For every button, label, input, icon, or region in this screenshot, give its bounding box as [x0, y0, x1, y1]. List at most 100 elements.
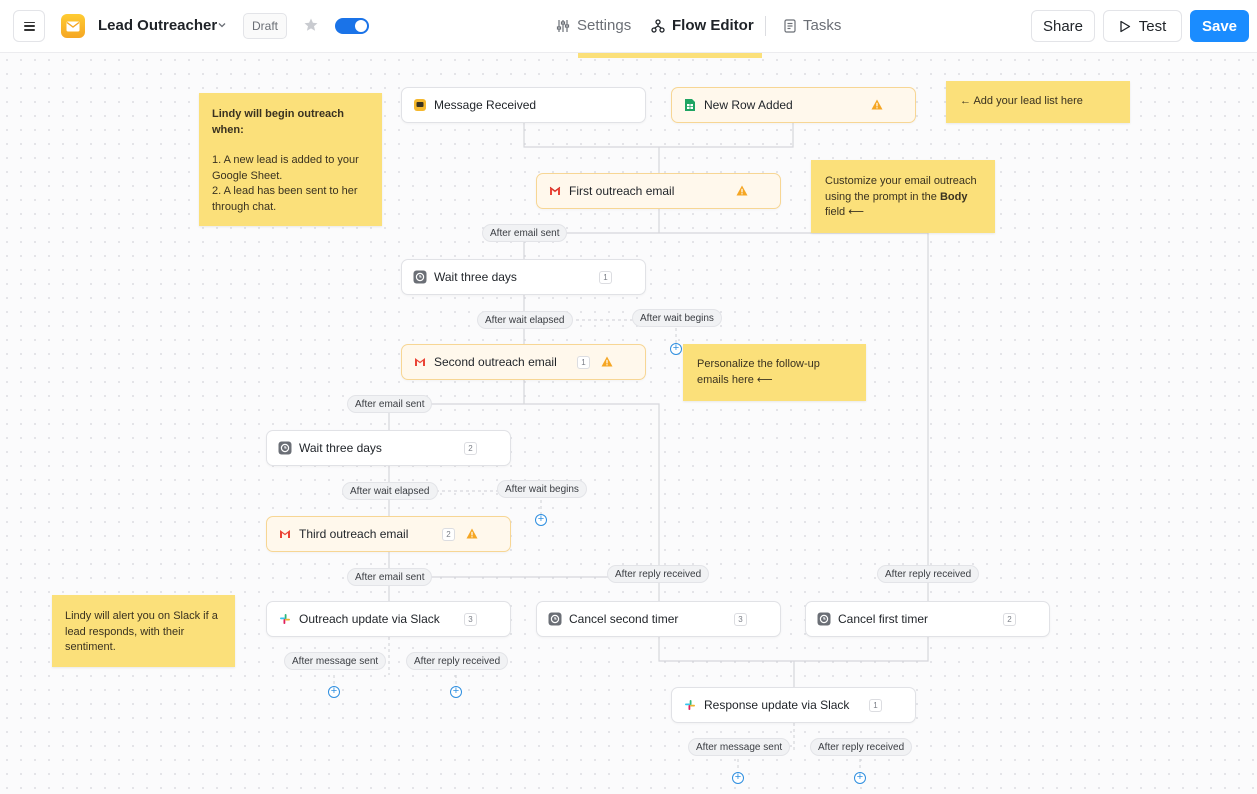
note-item: 2. A lead has been sent to her through c…	[212, 185, 358, 213]
top-bar: Lead Outreacher Draft Settings Flow Edit…	[0, 0, 1257, 53]
note-personalize[interactable]: Personalize the follow-up emails here ⟵	[683, 344, 866, 401]
edge-label-after-email-sent[interactable]: After email sent	[347, 568, 433, 586]
gmail-icon	[413, 355, 427, 369]
node-wait-three-days-2[interactable]: Wait three days 2	[266, 430, 511, 466]
trigger-message-received[interactable]: Message Received	[401, 87, 646, 123]
node-label: Message Received	[434, 98, 537, 112]
edge-label-after-wait-begins[interactable]: After wait begins	[497, 480, 587, 498]
node-wait-three-days-1[interactable]: Wait three days 1	[401, 259, 646, 295]
star-icon[interactable]	[303, 17, 319, 33]
edge-label-after-email-sent[interactable]: After email sent	[347, 395, 433, 413]
warning-icon	[466, 528, 478, 539]
edge-label-after-wait-elapsed[interactable]: After wait elapsed	[477, 311, 573, 329]
share-button[interactable]: Share	[1031, 10, 1095, 42]
note-heading: Lindy will begin outreach when:	[212, 108, 345, 136]
node-count-badge: 1	[599, 271, 612, 284]
note-bold-text: Body	[939, 190, 968, 203]
node-response-update-slack[interactable]: Response update via Slack 1	[671, 687, 916, 723]
node-cancel-second-timer[interactable]: Cancel second timer 3	[536, 601, 781, 637]
node-first-outreach-email[interactable]: First outreach email	[536, 173, 781, 209]
edge-label-after-message-sent[interactable]: After message sent	[284, 652, 387, 670]
warning-icon	[601, 356, 613, 367]
envelope-app-icon	[61, 14, 85, 38]
gmail-icon	[278, 527, 292, 541]
timer-icon	[278, 441, 292, 455]
add-step-plus-icon[interactable]: +	[450, 686, 462, 698]
note-text: Personalize the follow-up emails here ⟵	[697, 358, 820, 386]
node-second-outreach-email[interactable]: Second outreach email 1	[401, 344, 646, 380]
tab-flow-editor-label: Flow Editor	[672, 17, 754, 34]
note-begin-outreach[interactable]: Lindy will begin outreach when: 1. A new…	[199, 93, 382, 226]
node-label: Second outreach email	[434, 355, 557, 369]
app-title[interactable]: Lead Outreacher	[98, 17, 218, 34]
node-cancel-first-timer[interactable]: Cancel first timer 2	[805, 601, 1050, 637]
node-label: Outreach update via Slack	[299, 612, 440, 626]
flow-icon	[651, 18, 665, 33]
edge-label-after-message-sent[interactable]: After message sent	[688, 738, 791, 756]
edge-label-after-wait-begins[interactable]: After wait begins	[632, 309, 722, 327]
warning-icon	[736, 185, 748, 196]
note-item: 1. A new lead is added to your Google Sh…	[212, 154, 359, 182]
note-lead-list[interactable]: ← Add your lead list here	[946, 81, 1130, 123]
timer-icon	[413, 270, 427, 284]
edge-label-after-reply-received[interactable]: After reply received	[810, 738, 913, 756]
node-count-badge: 2	[464, 442, 477, 455]
node-label: Wait three days	[434, 270, 517, 284]
note-text: ← Add your lead list here	[960, 95, 1083, 107]
add-step-plus-icon[interactable]: +	[328, 686, 340, 698]
node-label: Response update via Slack	[704, 698, 850, 712]
node-count-badge: 1	[869, 699, 882, 712]
tab-flow-editor[interactable]: Flow Editor	[651, 17, 754, 34]
node-count-badge: 2	[442, 528, 455, 541]
flow-edges	[333, 123, 929, 771]
test-button-label: Test	[1138, 17, 1167, 35]
flow-canvas[interactable]: Message Received New Row Added First out…	[0, 53, 1257, 794]
offscreen-note-edge	[578, 53, 762, 58]
tab-tasks[interactable]: Tasks	[784, 17, 841, 34]
note-slack-alert[interactable]: Lindy will alert you on Slack if a lead …	[52, 595, 235, 667]
node-outreach-update-slack[interactable]: Outreach update via Slack 3	[266, 601, 511, 637]
node-label: First outreach email	[569, 184, 675, 198]
add-step-plus-icon[interactable]: +	[535, 514, 547, 526]
test-button[interactable]: Test	[1103, 10, 1182, 42]
nav-divider	[765, 16, 766, 36]
status-badge: Draft	[243, 13, 288, 39]
node-label: Third outreach email	[299, 527, 409, 541]
note-text: Lindy will alert you on Slack if a lead …	[65, 610, 218, 653]
node-count-badge: 3	[734, 613, 747, 626]
document-icon	[784, 18, 796, 33]
slack-icon	[278, 612, 292, 626]
google-sheets-icon	[683, 98, 697, 112]
trigger-new-row-added[interactable]: New Row Added	[671, 87, 916, 123]
sliders-icon	[556, 19, 570, 32]
edge-label-after-email-sent[interactable]: After email sent	[482, 224, 568, 242]
gmail-icon	[548, 184, 562, 198]
edge-label-after-reply-received[interactable]: After reply received	[607, 565, 710, 583]
note-text: Customize your email outreach using the …	[825, 175, 977, 203]
chevron-down-icon[interactable]	[217, 20, 227, 30]
node-third-outreach-email[interactable]: Third outreach email 2	[266, 516, 511, 552]
add-step-plus-icon[interactable]: +	[854, 772, 866, 784]
node-count-badge: 3	[464, 613, 477, 626]
play-icon	[1120, 20, 1130, 32]
node-label: Cancel first timer	[838, 612, 929, 626]
note-customize-email[interactable]: Customize your email outreach using the …	[811, 160, 995, 233]
edge-label-after-reply-received[interactable]: After reply received	[406, 652, 509, 670]
save-button[interactable]: Save	[1190, 10, 1249, 42]
node-label: New Row Added	[704, 98, 793, 112]
warning-icon	[871, 99, 883, 110]
edge-label-after-reply-received[interactable]: After reply received	[877, 565, 980, 583]
menu-button[interactable]	[13, 10, 45, 42]
chat-icon	[413, 98, 427, 112]
add-step-plus-icon[interactable]: +	[732, 772, 744, 784]
tab-tasks-label: Tasks	[803, 17, 842, 34]
enable-toggle[interactable]	[335, 18, 369, 34]
edge-label-after-wait-elapsed[interactable]: After wait elapsed	[342, 482, 438, 500]
node-count-badge: 2	[1003, 613, 1016, 626]
node-label: Wait three days	[299, 441, 382, 455]
add-step-plus-icon[interactable]: +	[670, 343, 682, 355]
timer-icon	[817, 612, 831, 626]
slack-icon	[683, 698, 697, 712]
tab-settings[interactable]: Settings	[556, 17, 631, 34]
node-label: Cancel second timer	[569, 612, 679, 626]
